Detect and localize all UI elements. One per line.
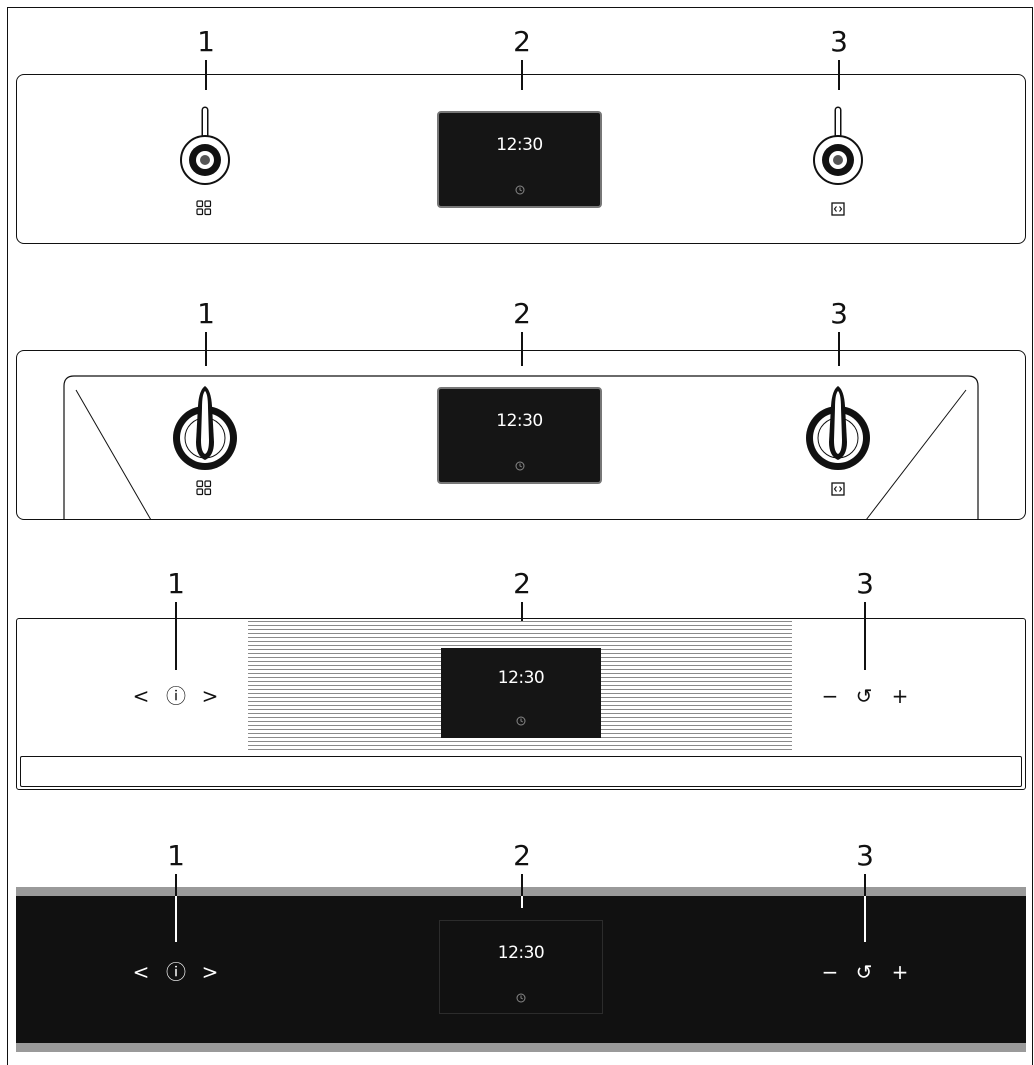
leader-line	[521, 602, 523, 636]
leader-line	[838, 332, 840, 366]
selector-knob-right[interactable]	[799, 382, 877, 474]
plus-button[interactable]: +	[891, 960, 909, 984]
minus-button[interactable]: −	[821, 684, 839, 708]
settings-frame-icon	[831, 202, 845, 216]
display-screen: 12:30	[441, 648, 601, 738]
programs-grid-icon	[196, 480, 212, 496]
selector-knob-left[interactable]	[166, 382, 244, 474]
leader-line	[205, 60, 207, 90]
power-info-button[interactable]: ⓘ	[166, 960, 186, 984]
leader-line	[521, 60, 523, 90]
next-button[interactable]: >	[201, 684, 219, 708]
handle-strip	[20, 756, 1022, 787]
power-info-button[interactable]: ⓘ	[166, 684, 186, 708]
display-screen: 12:30	[437, 111, 602, 208]
clock-icon	[515, 461, 524, 471]
clock-icon	[516, 716, 526, 726]
callout-3: 3	[856, 839, 874, 872]
callout-3: 3	[830, 25, 848, 58]
plus-button[interactable]: +	[891, 684, 909, 708]
clock-icon	[515, 185, 524, 195]
selector-knob-right[interactable]	[803, 106, 873, 190]
callout-1: 1	[197, 297, 215, 330]
leader-line	[175, 896, 177, 942]
callout-1: 1	[167, 839, 185, 872]
programs-grid-icon	[196, 200, 212, 216]
leader-line	[864, 896, 866, 942]
figure-frame	[7, 7, 1033, 1065]
callout-2: 2	[513, 297, 531, 330]
leader-line	[838, 60, 840, 90]
leader-line	[521, 874, 523, 908]
clock-icon	[516, 993, 526, 1003]
callout-1: 1	[167, 567, 185, 600]
display-time: 12:30	[497, 943, 545, 963]
display-time: 12:30	[496, 411, 543, 431]
reset-button[interactable]: ↺	[855, 960, 873, 984]
display-screen: 12:30	[437, 387, 602, 484]
callout-2: 2	[513, 839, 531, 872]
selector-knob-left[interactable]	[170, 106, 240, 190]
leader-line	[175, 602, 177, 670]
minus-button[interactable]: −	[821, 960, 839, 984]
display-time: 12:30	[497, 668, 545, 688]
reset-button[interactable]: ↺	[855, 684, 873, 708]
panel-fascia	[16, 350, 1026, 520]
panel-fascia	[16, 74, 1026, 244]
display-screen: 12:30	[439, 920, 603, 1014]
settings-frame-icon	[831, 482, 845, 496]
next-button[interactable]: >	[201, 960, 219, 984]
previous-button[interactable]: <	[132, 684, 150, 708]
leader-line	[521, 332, 523, 366]
previous-button[interactable]: <	[132, 960, 150, 984]
callout-2: 2	[513, 25, 531, 58]
leader-line	[864, 602, 866, 670]
display-time: 12:30	[496, 135, 543, 155]
raised-bezel	[63, 375, 979, 520]
callout-1: 1	[197, 25, 215, 58]
callout-2: 2	[513, 567, 531, 600]
leader-line	[521, 896, 523, 908]
callout-3: 3	[830, 297, 848, 330]
panel-fascia	[16, 618, 1026, 790]
callout-3: 3	[856, 567, 874, 600]
leader-line	[205, 332, 207, 366]
